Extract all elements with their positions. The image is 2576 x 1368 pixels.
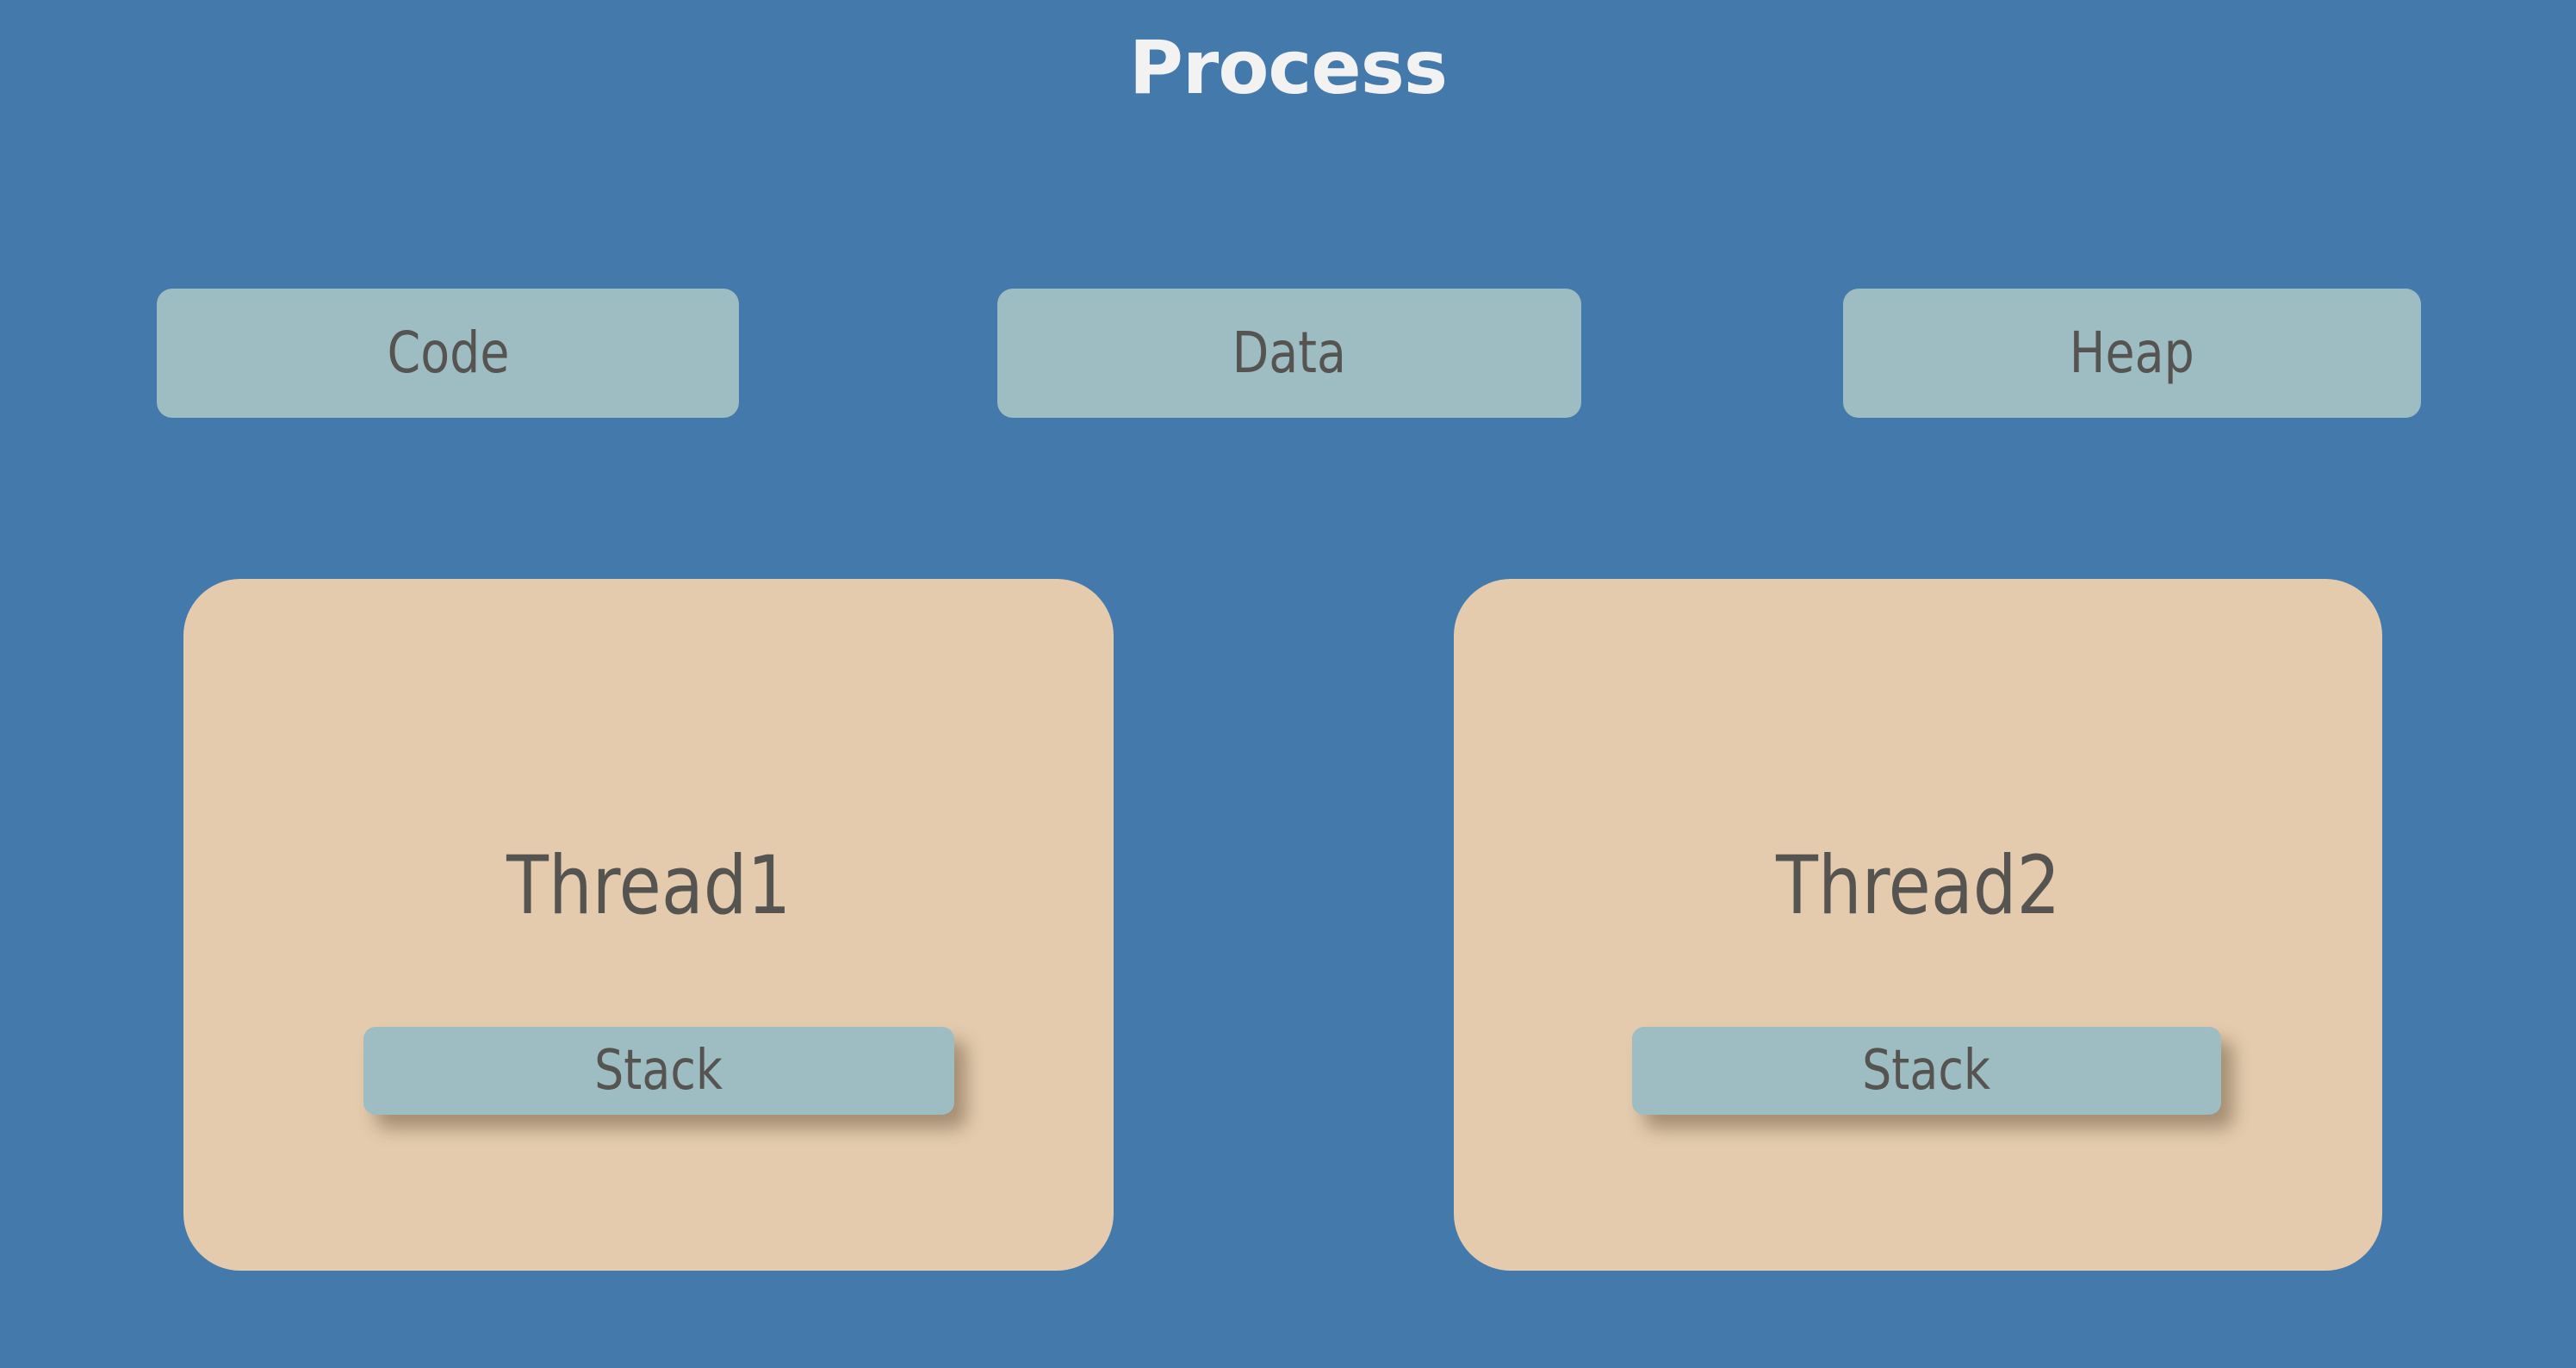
thread-label-2: Thread2	[1454, 846, 2382, 927]
thread-label-1: Thread1	[183, 846, 1114, 927]
segment-box-code[interactable]: Code	[157, 289, 739, 418]
stack-box-1[interactable]: Stack	[363, 1027, 954, 1115]
segment-label-heap: Heap	[2070, 320, 2194, 386]
thread-label-2-text: Thread2	[1775, 839, 2061, 933]
thread-label-1-text: Thread1	[506, 839, 791, 933]
thread-box-2[interactable]: Thread2 Stack	[1454, 579, 2382, 1271]
stack-box-2[interactable]: Stack	[1632, 1027, 2221, 1115]
page-title: Process	[1128, 25, 1448, 111]
stack-label-2: Stack	[1862, 1039, 1991, 1103]
segment-label-code: Code	[387, 320, 509, 386]
segment-label-data: Data	[1232, 320, 1347, 386]
segment-box-heap[interactable]: Heap	[1843, 289, 2421, 418]
segment-box-data[interactable]: Data	[997, 289, 1581, 418]
thread-box-1[interactable]: Thread1 Stack	[183, 579, 1114, 1271]
stack-label-1: Stack	[594, 1039, 723, 1103]
